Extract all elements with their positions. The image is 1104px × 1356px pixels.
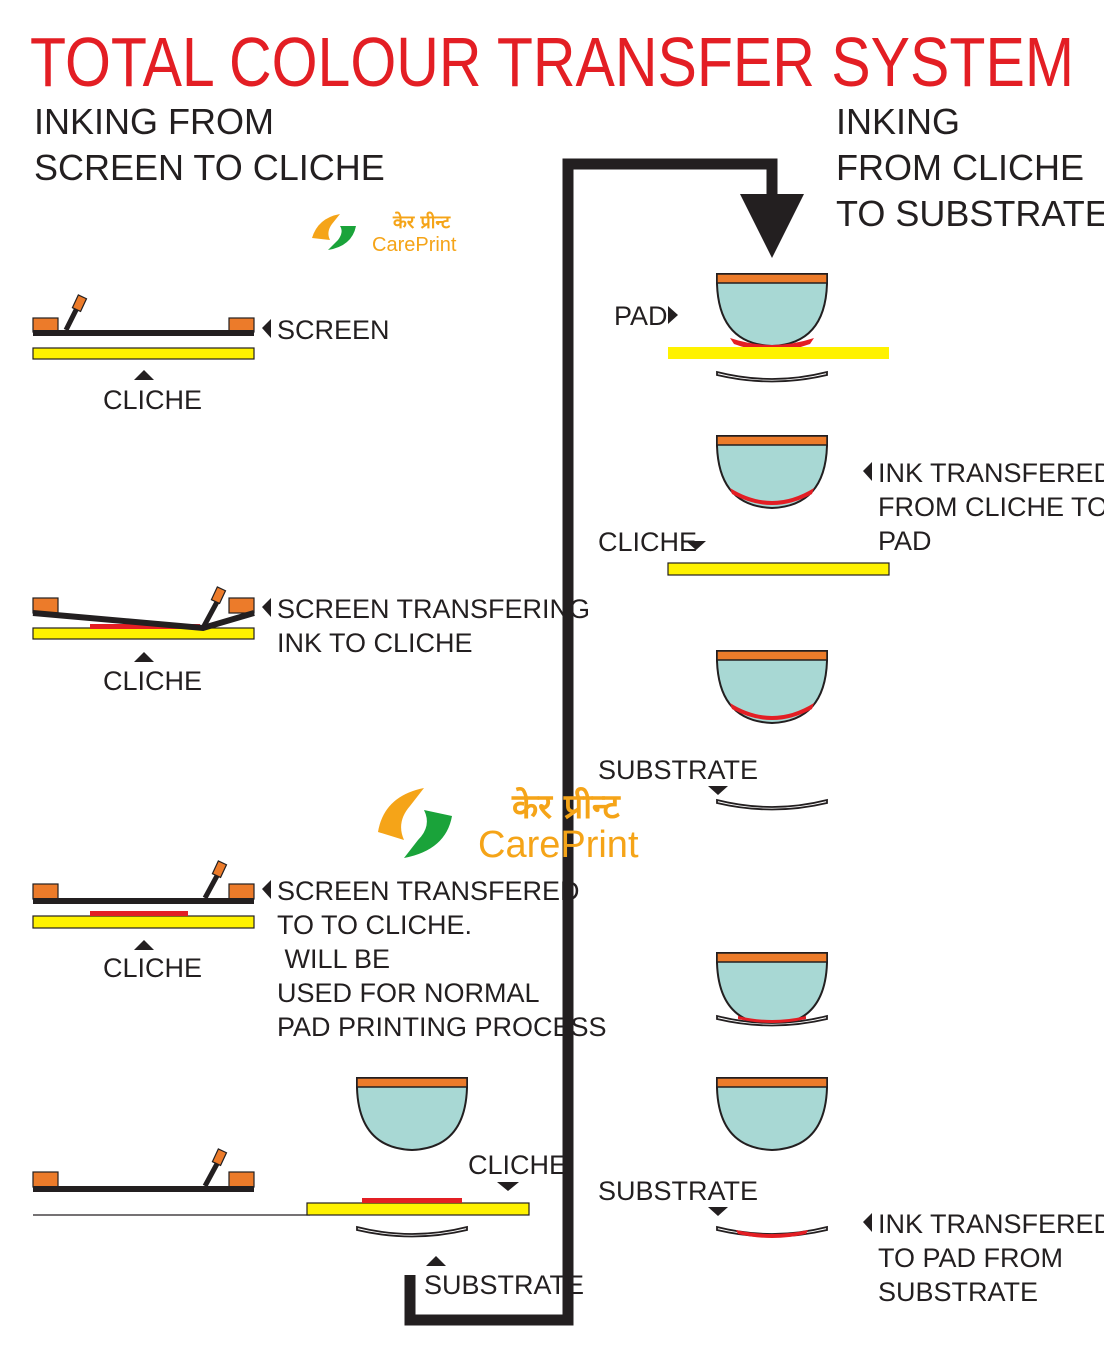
label-cliche-5: CLICHE bbox=[598, 527, 697, 557]
flow-connector-line bbox=[404, 158, 778, 1326]
label-ink-cliche-to-pad-1: INK TRANSFERED bbox=[878, 458, 1104, 488]
label-cliche-4: CLICHE bbox=[468, 1150, 567, 1180]
label-substrate-3: SUBSTRATE bbox=[598, 1176, 758, 1206]
label-substrate-1: SUBSTRATE bbox=[424, 1270, 584, 1300]
pointer-left-icon bbox=[262, 319, 271, 338]
right-heading-line-3: TO SUBSTRATE bbox=[836, 193, 1104, 234]
label-ink-pad-to-substrate-3: SUBSTRATE bbox=[878, 1277, 1038, 1307]
pointer-left-icon bbox=[262, 880, 271, 899]
label-screen-transfering-2: INK TO CLICHE bbox=[277, 628, 473, 658]
label-cliche-2: CLICHE bbox=[103, 666, 202, 696]
stage-pad-printing bbox=[716, 952, 828, 1027]
left-heading-line-1: INKING FROM bbox=[34, 101, 274, 142]
label-ink-pad-to-substrate-2: TO PAD FROM bbox=[878, 1243, 1063, 1273]
stage-pad-pickup bbox=[32, 1077, 530, 1266]
logo-swoosh-orange-icon bbox=[378, 788, 424, 840]
stage-pad-above-substrate bbox=[708, 650, 828, 811]
pointer-left-icon bbox=[863, 1213, 872, 1232]
stage-pad-on-cliche bbox=[668, 273, 889, 383]
label-screen: SCREEN bbox=[277, 315, 390, 345]
label-cliche-3: CLICHE bbox=[103, 953, 202, 983]
stage-screen-transfering bbox=[32, 586, 255, 662]
logo-hindi-text: केर प्रीन्ट bbox=[511, 786, 622, 827]
stage-pad-inked bbox=[667, 435, 890, 576]
logo-english-text: CarePrint bbox=[372, 234, 457, 256]
left-heading-line-2: SCREEN TO CLICHE bbox=[34, 147, 385, 188]
careprint-logo-large: केर प्रीन्ट CarePrint bbox=[378, 786, 639, 866]
right-heading-line-2: FROM CLICHE bbox=[836, 147, 1084, 188]
right-heading-line-1: INKING bbox=[836, 101, 960, 142]
label-screen-transfered-3: WILL BE bbox=[277, 944, 390, 974]
logo-swoosh-orange-icon bbox=[312, 214, 340, 240]
logo-swoosh-green-icon bbox=[404, 810, 452, 858]
stage-screen bbox=[32, 294, 255, 380]
flow-arrow-down-icon bbox=[740, 194, 804, 258]
label-screen-transfering-1: SCREEN TRANSFERING bbox=[277, 594, 590, 624]
logo-swoosh-green-icon bbox=[328, 226, 356, 250]
label-substrate-2: SUBSTRATE bbox=[598, 755, 758, 785]
label-screen-transfered-1: SCREEN TRANSFERED bbox=[277, 876, 580, 906]
label-screen-transfered-2: TO TO CLICHE. bbox=[277, 910, 472, 940]
label-screen-transfered-5: PAD PRINTING PROCESS bbox=[277, 1012, 607, 1042]
logo-english-text: CarePrint bbox=[478, 824, 639, 866]
label-screen-transfered-4: USED FOR NORMAL bbox=[277, 978, 540, 1008]
stage-substrate-printed bbox=[708, 1077, 828, 1238]
label-ink-cliche-to-pad-3: PAD bbox=[878, 526, 932, 556]
page-title: TOTAL COLOUR TRANSFER SYSTEM bbox=[30, 23, 1074, 101]
logo-hindi-text: केर प्रीन्ट bbox=[392, 211, 451, 233]
pointer-left-icon bbox=[262, 598, 271, 617]
careprint-logo-small: केर प्रीन्ट CarePrint bbox=[312, 211, 457, 256]
label-ink-pad-to-substrate-1: INK TRANSFERED bbox=[878, 1209, 1104, 1239]
label-pad: PAD bbox=[614, 301, 668, 331]
stage-screen-transfered bbox=[32, 860, 255, 950]
label-ink-cliche-to-pad-2: FROM CLICHE TO bbox=[878, 492, 1104, 522]
pointer-left-icon bbox=[863, 462, 872, 481]
label-cliche-1: CLICHE bbox=[103, 385, 202, 415]
